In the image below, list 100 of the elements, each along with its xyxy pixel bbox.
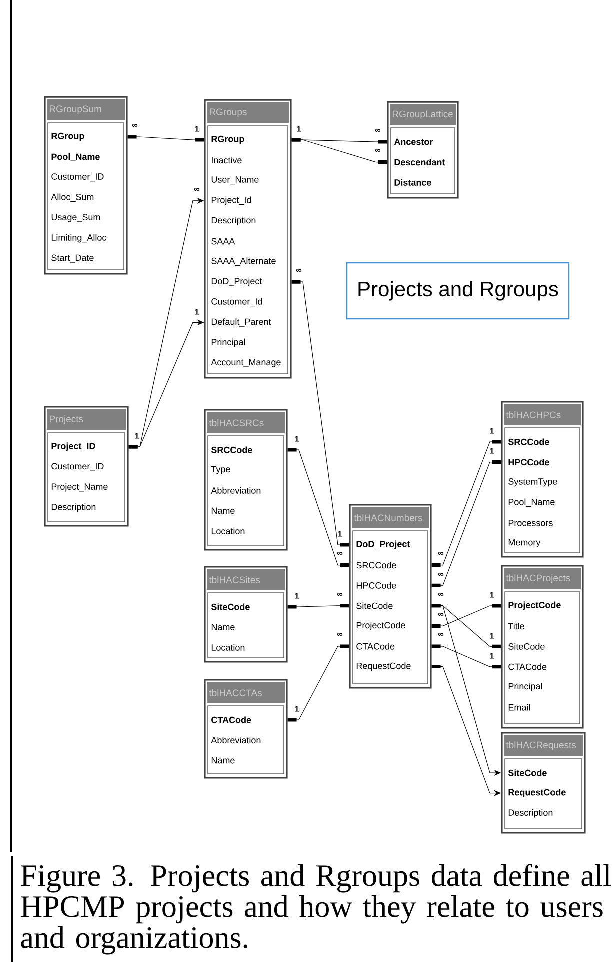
cardinality-label: ∞ xyxy=(375,129,381,132)
field-name: RGroup xyxy=(212,136,244,144)
cardinality-label: 1 xyxy=(195,309,199,315)
field-name: Description xyxy=(52,504,96,512)
field-name: SystemType xyxy=(508,478,558,487)
field-name: Project_ID xyxy=(52,442,96,452)
field-name: RGroup xyxy=(52,132,84,142)
table xyxy=(501,401,584,558)
title-box: Projects and Rgroups xyxy=(346,262,570,320)
relationship-line xyxy=(292,138,388,164)
field-name: Inactive xyxy=(212,157,242,164)
table xyxy=(204,409,288,551)
cardinality-label: 1 xyxy=(135,433,139,439)
cardinality-label: 1 xyxy=(490,428,494,434)
table-title: tblHACCTAs xyxy=(209,690,262,696)
field-name: CTACode xyxy=(508,664,547,670)
table xyxy=(204,566,288,663)
cardinality-label: ∞ xyxy=(438,573,444,576)
field-name: SAAA xyxy=(212,238,236,245)
field-name: Usage_Sum xyxy=(52,214,100,222)
field-name: CTACode xyxy=(212,716,252,724)
field-name: Email xyxy=(508,704,530,711)
relationship-line xyxy=(288,448,350,568)
table-title: Projects xyxy=(50,416,84,424)
table-title: tblHACNumbers xyxy=(354,514,422,522)
field-name: HPCCode xyxy=(508,459,550,466)
field-name: Principal xyxy=(212,338,246,348)
field-name: DoD_Project xyxy=(212,278,262,286)
cardinality-label: 1 xyxy=(490,633,494,639)
field-name: Limiting_Alloc xyxy=(52,234,106,243)
table xyxy=(349,504,432,689)
relationship-line xyxy=(292,280,350,547)
cardinality-label: 1 xyxy=(295,593,299,599)
field-name: Pool_Name xyxy=(52,154,100,162)
cardinality-label: 1 xyxy=(490,448,494,454)
cardinality-label: 1 xyxy=(490,592,494,598)
field-name: Type xyxy=(211,466,230,474)
field-name: Name xyxy=(212,624,235,630)
field-name: HPCCode xyxy=(356,582,396,589)
field-name: Descendant xyxy=(394,159,446,166)
field-name: Project_Name xyxy=(52,483,108,492)
field-name: Default_Parent xyxy=(212,318,272,327)
field-name: Memory xyxy=(508,539,541,548)
cardinality-label: 1 xyxy=(295,436,299,442)
relationship-line xyxy=(128,135,204,142)
cardinality-label: ∞ xyxy=(337,552,343,556)
field-name: ProjectCode xyxy=(508,602,561,610)
field-name: Customer_ID xyxy=(52,174,104,182)
relationship-line xyxy=(432,460,502,588)
cardinality-label: ∞ xyxy=(438,552,444,556)
field-name: Description xyxy=(508,809,553,818)
relationship-line xyxy=(432,604,502,628)
field-name: Location xyxy=(212,644,245,651)
field-name: SRCCode xyxy=(508,438,550,446)
field-name: CTACode xyxy=(356,643,395,650)
table-title: tblHACSites xyxy=(209,576,260,584)
field-name: Distance xyxy=(394,179,432,186)
table-title: tblHACHPCs xyxy=(506,412,561,418)
table-title: RGroups xyxy=(210,108,247,118)
cardinality-label: 1 xyxy=(338,531,342,537)
table xyxy=(44,96,128,275)
field-name: Account_Manage xyxy=(211,359,281,368)
field-name: Alloc_Sum xyxy=(51,194,94,202)
field-name: Description xyxy=(212,217,256,226)
cardinality-label: ∞ xyxy=(375,149,381,152)
cardinality-label: 1 xyxy=(295,706,299,712)
relationship-line xyxy=(432,644,502,669)
caption: Figure 3. Projects and Rgroups data define all HPCMP projects and how they relate to users and organizations. xyxy=(21,864,612,955)
field-name: Ancestor xyxy=(394,138,434,146)
table-title: tblHACProjects xyxy=(506,574,570,584)
field-name: RequestCode xyxy=(508,789,566,798)
table xyxy=(501,565,584,729)
field-name: SiteCode xyxy=(211,604,250,610)
field-name: DoD_Project xyxy=(356,540,410,550)
table xyxy=(204,679,288,779)
field-name: ProjectCode xyxy=(356,622,406,630)
cardinality-label: ∞ xyxy=(438,593,444,596)
field-name: Principal xyxy=(508,683,542,692)
field-name: RequestCode xyxy=(356,662,411,671)
table-title: RGroupLattice xyxy=(392,110,454,120)
cardinality-label: 1 xyxy=(490,653,494,659)
field-name: Start_Date xyxy=(52,254,94,263)
cardinality-label: ∞ xyxy=(438,613,444,616)
field-name: SiteCode xyxy=(356,602,393,610)
relationship-line xyxy=(288,644,350,722)
field-name: Processors xyxy=(508,520,553,526)
table-title: tblHACSRCs xyxy=(209,420,264,426)
table xyxy=(387,101,459,199)
cardinality-label: ∞ xyxy=(337,593,343,596)
field-name: SRCCode xyxy=(211,446,252,454)
field-name: Title xyxy=(508,623,524,630)
field-name: Pool_Name xyxy=(508,498,555,508)
field-name: SiteCode xyxy=(508,770,547,776)
field-name: SAAA_Alternate xyxy=(212,258,276,266)
table xyxy=(204,99,292,379)
field-name: Abbreviation xyxy=(211,737,261,744)
field-name: Name xyxy=(212,508,235,514)
field-name: Customer_Id xyxy=(212,298,262,307)
table-title: tblHACRequests xyxy=(506,742,576,750)
relationship-line xyxy=(288,604,350,609)
